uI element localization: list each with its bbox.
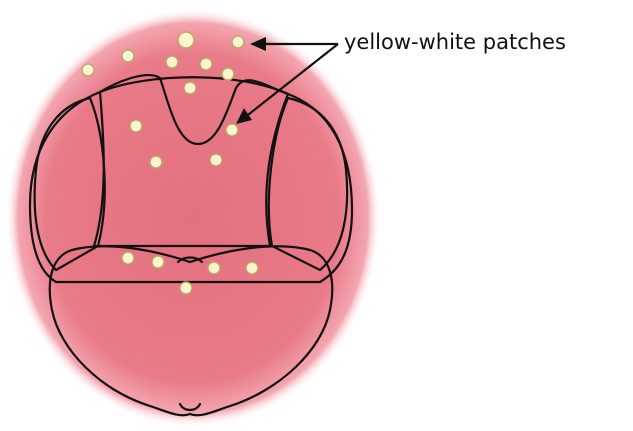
patch-16 [246, 262, 258, 274]
patch-5 [166, 56, 178, 68]
patch-7 [222, 68, 234, 80]
patch-6 [200, 58, 212, 70]
patch-15 [208, 262, 220, 274]
patch-3 [82, 64, 94, 76]
patch-1 [178, 32, 194, 48]
patch-11 [150, 156, 162, 168]
patch-8 [184, 82, 196, 94]
patch-4 [122, 50, 134, 62]
inflamed-glow [5, 8, 381, 428]
patch-12 [210, 154, 222, 166]
patches-label: yellow-white patches [344, 30, 566, 54]
patch-9 [130, 120, 142, 132]
patch-17 [180, 282, 192, 294]
patch-2 [232, 36, 244, 48]
patch-13 [122, 252, 134, 264]
patch-10 [226, 124, 238, 136]
patch-14 [152, 256, 164, 268]
